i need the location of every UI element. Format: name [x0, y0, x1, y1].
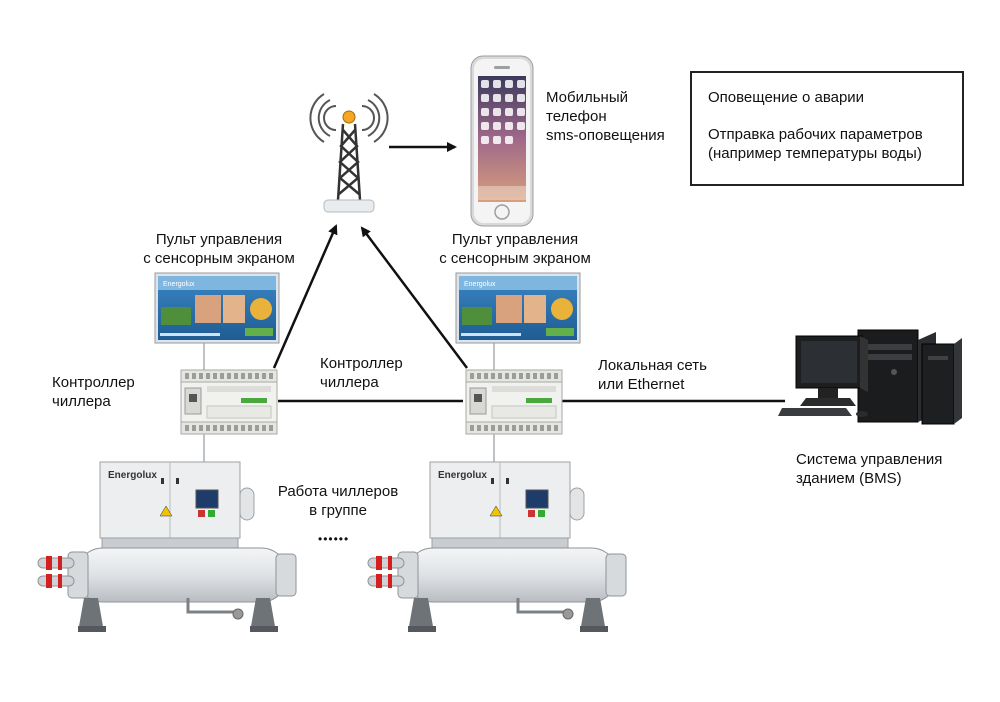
phone-label-line: телефон: [546, 108, 607, 125]
chiller-icon: [36, 460, 298, 634]
smartphone-icon: [470, 55, 534, 227]
controller-label-line: Контроллер: [52, 374, 135, 391]
panel-label-line: Пульт управления: [155, 231, 283, 248]
group-label-line: в группе: [309, 502, 367, 519]
lan-label-line: Локальная сеть: [598, 357, 707, 374]
desktop-computer-icon: [778, 329, 962, 425]
phone-label-line: sms-оповещения: [546, 127, 665, 144]
touch-panel-icon: [154, 272, 280, 344]
lan-label: Локальная сеть или Ethernet: [598, 356, 707, 394]
panel-right-label: Пульт управления с сенсорным экраном: [422, 230, 608, 268]
lan-label-line: или Ethernet: [598, 376, 685, 393]
group-label-line: Работа чиллеров: [277, 483, 399, 500]
panel-left-label: Пульт управления с сенсорным экраном: [126, 230, 312, 268]
alert-box: Оповещение о аварии Отправка рабочих пар…: [690, 71, 964, 186]
alert-line: Оповещение о аварии: [708, 89, 865, 106]
controller-left-label: Контроллер чиллера: [52, 373, 135, 411]
controller-label-line: Контроллер: [320, 355, 403, 372]
arrow-icon: [272, 224, 338, 369]
group-label: Работа чиллеров в группе: [262, 482, 414, 520]
antenna-icon: [309, 93, 389, 213]
connection-lines: [272, 142, 785, 403]
panel-label-line: Пульт управления: [451, 231, 579, 248]
arrow-icon: [360, 226, 468, 369]
phone-label-line: Мобильный: [546, 89, 628, 106]
touch-panel-icon: [455, 272, 581, 344]
bms-label-line: зданием (BMS): [796, 470, 902, 487]
bms-label: Система управления зданием (BMS): [796, 450, 942, 488]
controller-mid-label: Контроллер чиллера: [320, 354, 403, 392]
alert-line: (например температуры воды): [708, 145, 922, 162]
panel-label-line: с сенсорным экраном: [143, 250, 295, 267]
bms-label-line: Система управления: [796, 451, 943, 468]
controller-label-line: чиллера: [52, 393, 111, 410]
alert-line: Отправка рабочих параметров: [708, 126, 923, 143]
panel-label-line: с сенсорным экраном: [439, 250, 591, 267]
plc-controller-icon: [465, 369, 563, 435]
plc-controller-icon: [180, 369, 278, 435]
phone-label: Мобильный телефон sms-оповещения: [546, 88, 665, 145]
controller-label-line: чиллера: [320, 374, 379, 391]
ellipsis-dots: ••••••: [318, 532, 350, 546]
